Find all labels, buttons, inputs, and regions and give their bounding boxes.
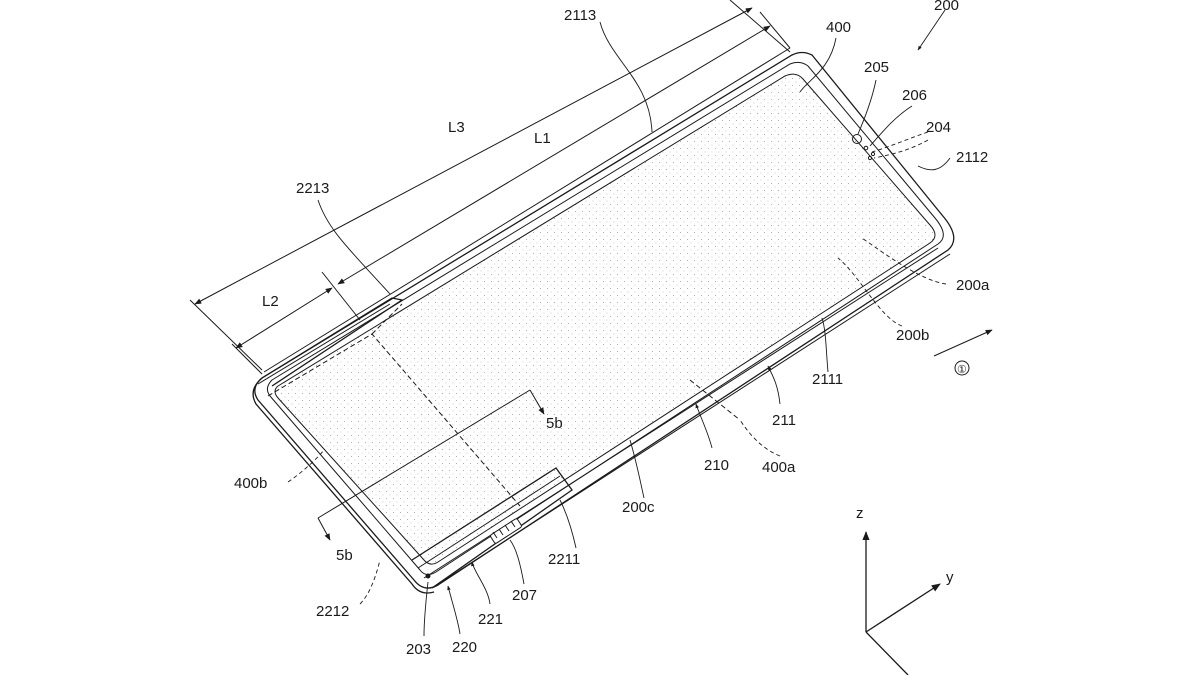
label-frame: 211	[772, 412, 796, 429]
label-back: 200b	[896, 327, 929, 344]
camera-icon	[852, 134, 862, 144]
label-axis-z: z	[856, 505, 864, 522]
device-body	[252, 47, 955, 594]
label-front: 200a	[956, 277, 990, 294]
label-screen: 400	[826, 19, 851, 36]
labels: 200 400 205 206 204 2112 2113 L3 L1 2213…	[234, 0, 990, 658]
label-side: 200c	[622, 499, 655, 516]
label-dim-l3: L3	[448, 119, 465, 136]
label-axis-y: y	[946, 569, 954, 586]
label-fig-ref: 200	[934, 0, 959, 14]
label-edge-top: 2113	[564, 7, 596, 24]
label-housing: 210	[704, 457, 729, 474]
label-edge-right: 2112	[956, 149, 988, 166]
label-screen-a: 400a	[762, 459, 796, 476]
label-port: 207	[512, 587, 537, 604]
label-slider-cover: 221	[478, 611, 503, 628]
label-direction: ①	[957, 364, 967, 376]
label-sensor: 206	[902, 87, 927, 104]
label-slide-end: 2212	[316, 603, 349, 620]
label-slide-plate: 2213	[296, 180, 329, 197]
sensor-icon	[863, 145, 869, 151]
label-hinge: 203	[406, 641, 431, 658]
label-dim-l2: L2	[262, 293, 279, 310]
label-slide-edge: 2211	[548, 551, 580, 568]
label-slider: 220	[452, 639, 477, 656]
hinge-dot	[425, 573, 431, 579]
label-sensor2: 204	[926, 119, 951, 136]
label-section-bottom: 5b	[336, 547, 353, 564]
section-line	[317, 389, 545, 541]
dimension-lines	[189, 0, 791, 375]
leader-lines	[287, 9, 951, 637]
direction-arrow	[933, 329, 993, 376]
label-dim-l1: L1	[534, 130, 551, 147]
label-camera: 205	[864, 59, 889, 76]
label-section-top: 5b	[546, 415, 563, 432]
axis-triad	[862, 531, 941, 675]
port-icon	[490, 518, 522, 544]
label-frame-long: 2111	[812, 371, 843, 388]
label-screen-b: 400b	[234, 475, 267, 492]
